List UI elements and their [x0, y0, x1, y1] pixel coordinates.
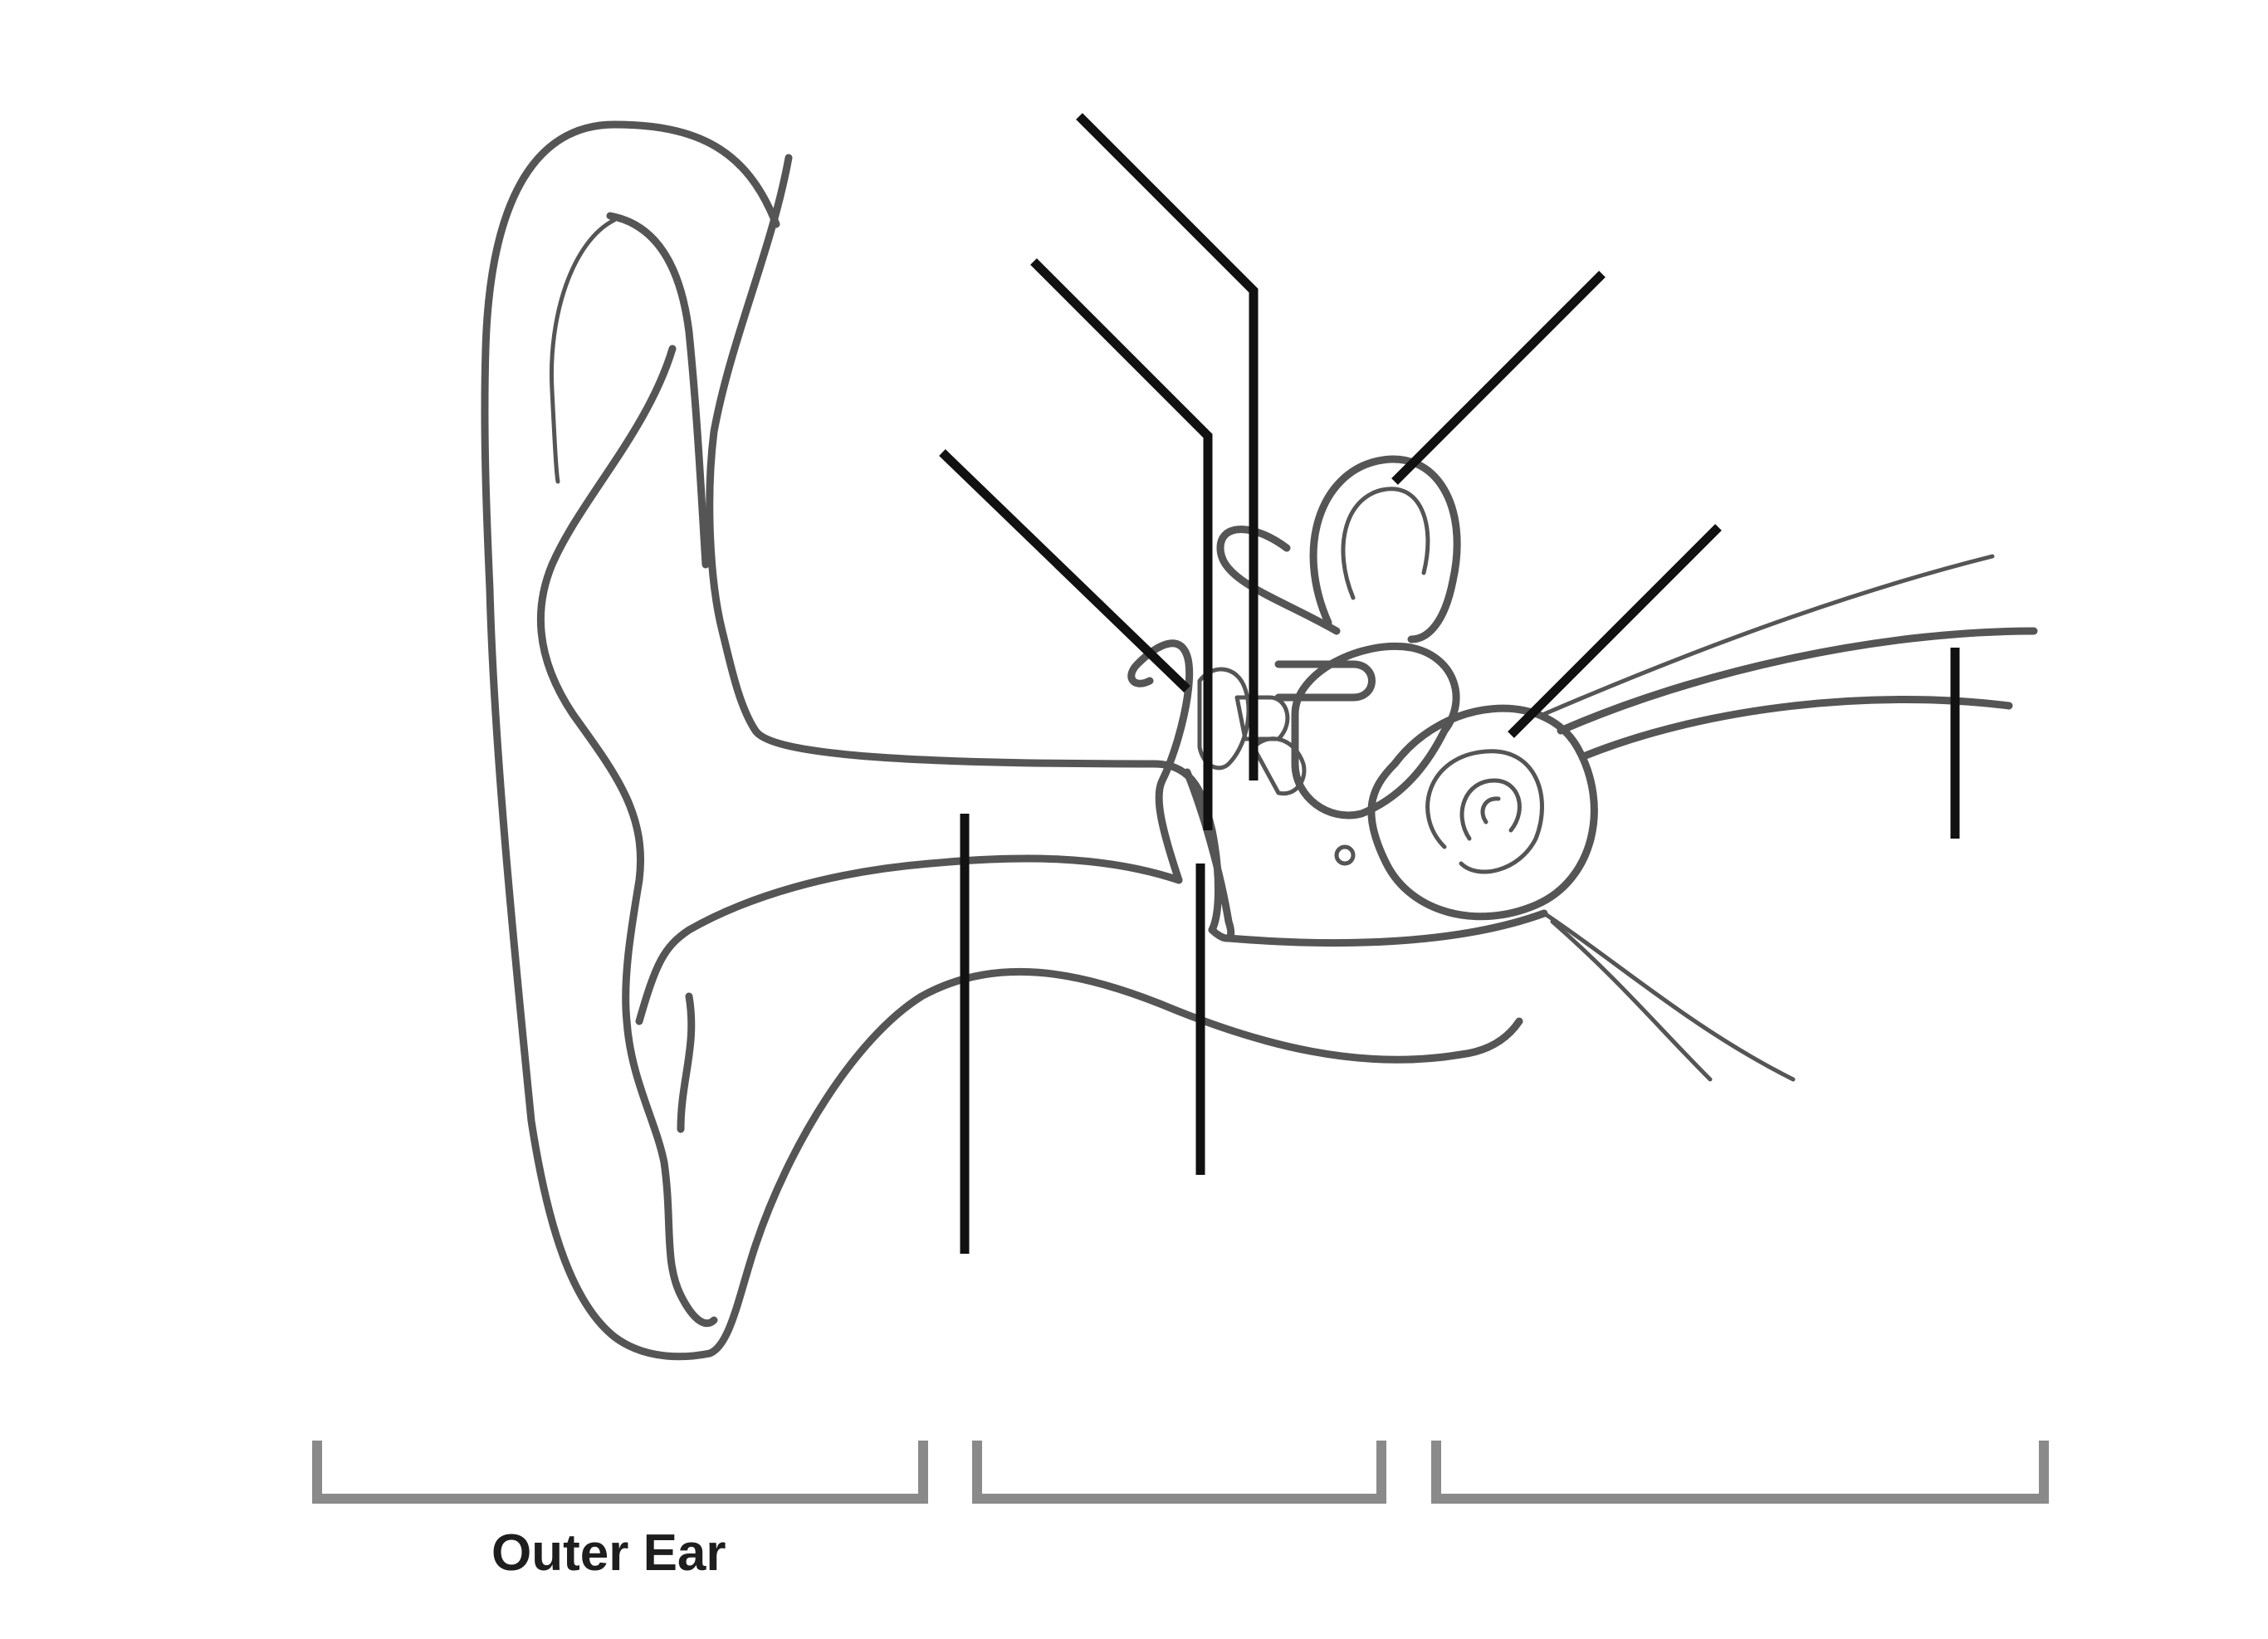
callout-lines [939, 113, 1960, 1254]
vestibule [1291, 643, 1460, 820]
auricle-helix [481, 120, 1523, 1361]
outer-ear-drawing [481, 120, 1523, 1361]
callout-3-leader [939, 449, 1190, 692]
earlobe [623, 1017, 718, 1328]
semicircular-canal-superior-inner [1341, 487, 1430, 600]
bracket-inner-ear [1431, 1441, 2049, 1504]
middle-ear-drawing [1127, 639, 1307, 942]
callout-4-leader [1391, 271, 1606, 485]
callout-1-leader [1076, 113, 1259, 780]
incus [1234, 695, 1290, 741]
eustachian-tube-edge [1550, 919, 1713, 1082]
stapes [1251, 736, 1307, 796]
callout-2-leader [1030, 258, 1213, 830]
concha-upper [635, 854, 1183, 1025]
antihelix-inner [549, 218, 617, 484]
antihelix [606, 212, 710, 569]
auditory-nerve-1 [1542, 554, 1995, 717]
eustachian-tube-lower [1542, 911, 1796, 1082]
malleus [1197, 667, 1251, 771]
tragus [677, 992, 696, 1133]
eardrum-inner [1183, 768, 1235, 942]
inner-ear-drawing [1216, 455, 2038, 1082]
eardrum-outline [1127, 639, 1194, 884]
bracket-middle-ear [972, 1441, 1386, 1504]
eustachian-tube-upper [1224, 909, 1548, 947]
round-window [1334, 844, 1356, 866]
cochlea-spiral-3 [1480, 796, 1501, 824]
auditory-nerve-3 [1581, 696, 2013, 760]
section-brackets [312, 1441, 2049, 1504]
cochlea-spiral-2 [1459, 778, 1522, 841]
cochlea-spiral-1 [1425, 749, 1544, 874]
cochlea-outer [1367, 704, 1598, 921]
auditory-nerve-2 [1557, 627, 2038, 735]
section-label-outer-ear: Outer Ear [491, 1524, 726, 1582]
bracket-outer-ear [312, 1441, 928, 1504]
callout-5-leader [1508, 524, 1722, 738]
antihelix-lower [536, 345, 677, 1025]
semicircular-canal-lateral [1274, 660, 1376, 702]
semicircular-canal-superior [1309, 455, 1461, 643]
